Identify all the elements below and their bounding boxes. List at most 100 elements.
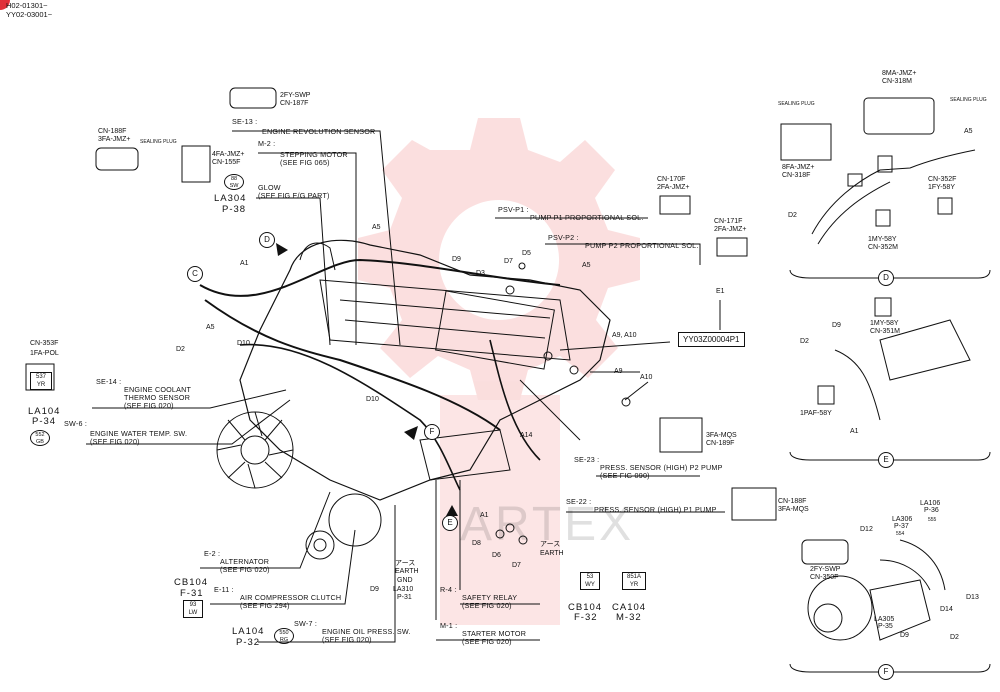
cn353f-id: CN-353F bbox=[30, 340, 59, 347]
part-d2-panel-f: D2 bbox=[950, 634, 959, 641]
cn351m-id: CN-351M bbox=[870, 328, 900, 335]
m1-ref: (SEE FIG 020) bbox=[462, 637, 512, 646]
cn318f-id: CN-318F bbox=[782, 172, 811, 179]
glow-ref: (SEE FIG E/G PART) bbox=[258, 191, 330, 200]
se22-code: SE-22 : bbox=[566, 497, 592, 506]
sw6-code: SW-6 : bbox=[64, 419, 88, 428]
part-d9-panel-f: D9 bbox=[900, 632, 909, 639]
e2-name: ALTERNATOR bbox=[220, 557, 270, 566]
serial-range-2: YY02-03001~ bbox=[6, 10, 53, 19]
part-d5: D5 bbox=[522, 250, 531, 257]
psvp1-name: PUMP P1 PROPORTIONAL SOL. bbox=[530, 213, 644, 222]
part-a9: A9 bbox=[614, 368, 623, 375]
part-a1-bottom: A1 bbox=[480, 512, 489, 519]
part-e1: E1 bbox=[716, 288, 725, 295]
view-marker-f: F bbox=[424, 424, 440, 440]
corner-marker bbox=[0, 0, 10, 10]
cn189f-id: CN-189F bbox=[706, 440, 735, 447]
sw6-ref: (SEE FIG 020) bbox=[90, 437, 140, 446]
sealing-plug-r2: SEALING PLUG bbox=[778, 101, 815, 107]
part-a5-top: A5 bbox=[372, 224, 381, 231]
se13-name: ENGINE REVOLUTION SENSOR bbox=[262, 127, 376, 136]
code-f31: F-31 bbox=[180, 588, 204, 599]
cn352f-type: 1FY-58Y bbox=[928, 184, 955, 191]
cn188f-r-id: CN-188F bbox=[778, 498, 807, 505]
panel-label-f: F bbox=[878, 664, 894, 680]
cn352m-id: CN-352M bbox=[868, 244, 898, 251]
se23-code: SE-23 : bbox=[574, 455, 600, 464]
cn318f-type: 8FA-JMZ+ bbox=[782, 164, 815, 171]
view-marker-e: E bbox=[442, 515, 458, 531]
part-d12: D12 bbox=[860, 526, 873, 533]
part-a9-a10: A9, A10 bbox=[612, 332, 637, 339]
cn352m-type: 1MY-58Y bbox=[868, 236, 897, 243]
sealing-plug-tl: SEALING PLUG bbox=[140, 139, 177, 145]
panel-label-e: E bbox=[878, 452, 894, 468]
code-la305: LA305 bbox=[874, 616, 895, 623]
se23-name: PRESS. SENSOR (HIGH) P2 PUMP bbox=[600, 463, 723, 472]
watermark-text: ARTEX bbox=[460, 498, 635, 551]
part-a5-right: A5 bbox=[582, 262, 591, 269]
code-cb104-31: CB104 bbox=[174, 577, 209, 588]
code-p31: P-31 bbox=[397, 594, 412, 601]
part-d14: D14 bbox=[940, 606, 953, 613]
code-la104-34: LA104 bbox=[28, 406, 61, 417]
code-p37: P-37 bbox=[894, 523, 909, 530]
m1-name: STARTER MOTOR bbox=[462, 629, 527, 638]
code-la306: LA306 bbox=[892, 516, 913, 523]
code-m32: M-32 bbox=[616, 612, 642, 623]
glow-name: GLOW bbox=[258, 183, 281, 192]
code-la304: LA304 bbox=[214, 193, 247, 204]
cn188f-r-type: 3FA-MQS bbox=[778, 506, 809, 513]
cn353f-type: 1FA-POL bbox=[30, 350, 59, 357]
se14-ref: (SEE FIG 020) bbox=[124, 401, 174, 410]
part-d2: D2 bbox=[176, 346, 185, 353]
sw6-name: ENGINE WATER TEMP. SW. bbox=[90, 429, 188, 438]
sw7-name: ENGINE OIL PRESS. SW. bbox=[322, 627, 411, 636]
code-p36: P-36 bbox=[924, 507, 939, 514]
cn188f-tl-id: CN-188F bbox=[98, 128, 127, 135]
earth-en-right: EARTH bbox=[540, 550, 564, 557]
psvp2-name: PUMP P2 PROPORTIONAL SOL. bbox=[585, 241, 699, 250]
part-a14: A14 bbox=[520, 432, 533, 439]
se13-code: SE-13 : bbox=[232, 117, 258, 126]
cn318m-id: CN-318M bbox=[882, 78, 912, 85]
part-d2-panel-d: D2 bbox=[788, 212, 797, 219]
m2-ref: (SEE FIG 065) bbox=[280, 158, 330, 167]
psvp2-code: PSV-P2 : bbox=[548, 233, 579, 242]
se14-code: SE-14 : bbox=[96, 377, 122, 386]
cn352f-id: CN-352F bbox=[928, 176, 957, 183]
cn155f-type: 4FA-JMZ+ bbox=[212, 151, 245, 158]
psvp1-code: PSV-P1 : bbox=[498, 205, 529, 214]
part-d8: D8 bbox=[472, 540, 481, 547]
part-d3: D3 bbox=[476, 270, 485, 277]
part-d2-panel-e: D2 bbox=[800, 338, 809, 345]
se23-ref: (SEE FIG 090) bbox=[600, 471, 650, 480]
cn350f-type: 2FY-SWP bbox=[810, 566, 841, 573]
code-p38: P-38 bbox=[222, 204, 247, 215]
part-d10-b: D10 bbox=[366, 396, 379, 403]
earth-gnd: GND bbox=[397, 577, 413, 584]
r4-ref: (SEE FIG 020) bbox=[462, 601, 512, 610]
part-a1: A1 bbox=[240, 260, 249, 267]
r4-name: SAFETY RELAY bbox=[462, 593, 518, 602]
figure-reference: YY03Z00004P1 bbox=[678, 332, 745, 347]
earth-en-left: EARTH bbox=[395, 568, 419, 575]
e2-code: E-2 : bbox=[204, 549, 221, 558]
part-d9: D9 bbox=[452, 256, 461, 263]
part-d7-bottom: D7 bbox=[512, 562, 521, 569]
part-a5-panel-d: A5 bbox=[964, 128, 973, 135]
cn351m-type: 1MY-58Y bbox=[870, 320, 899, 327]
sw7-code: SW-7 : bbox=[294, 619, 318, 628]
part-d9-panel-e: D9 bbox=[832, 322, 841, 329]
cn171f-type: 2FA-JMZ+ bbox=[714, 226, 747, 233]
earth-jp-left: アース bbox=[395, 560, 416, 567]
code-p32: P-32 bbox=[236, 637, 261, 648]
code-cb104-32: CB104 bbox=[568, 602, 603, 613]
cn189f-type: 3FA-MQS bbox=[706, 432, 737, 439]
